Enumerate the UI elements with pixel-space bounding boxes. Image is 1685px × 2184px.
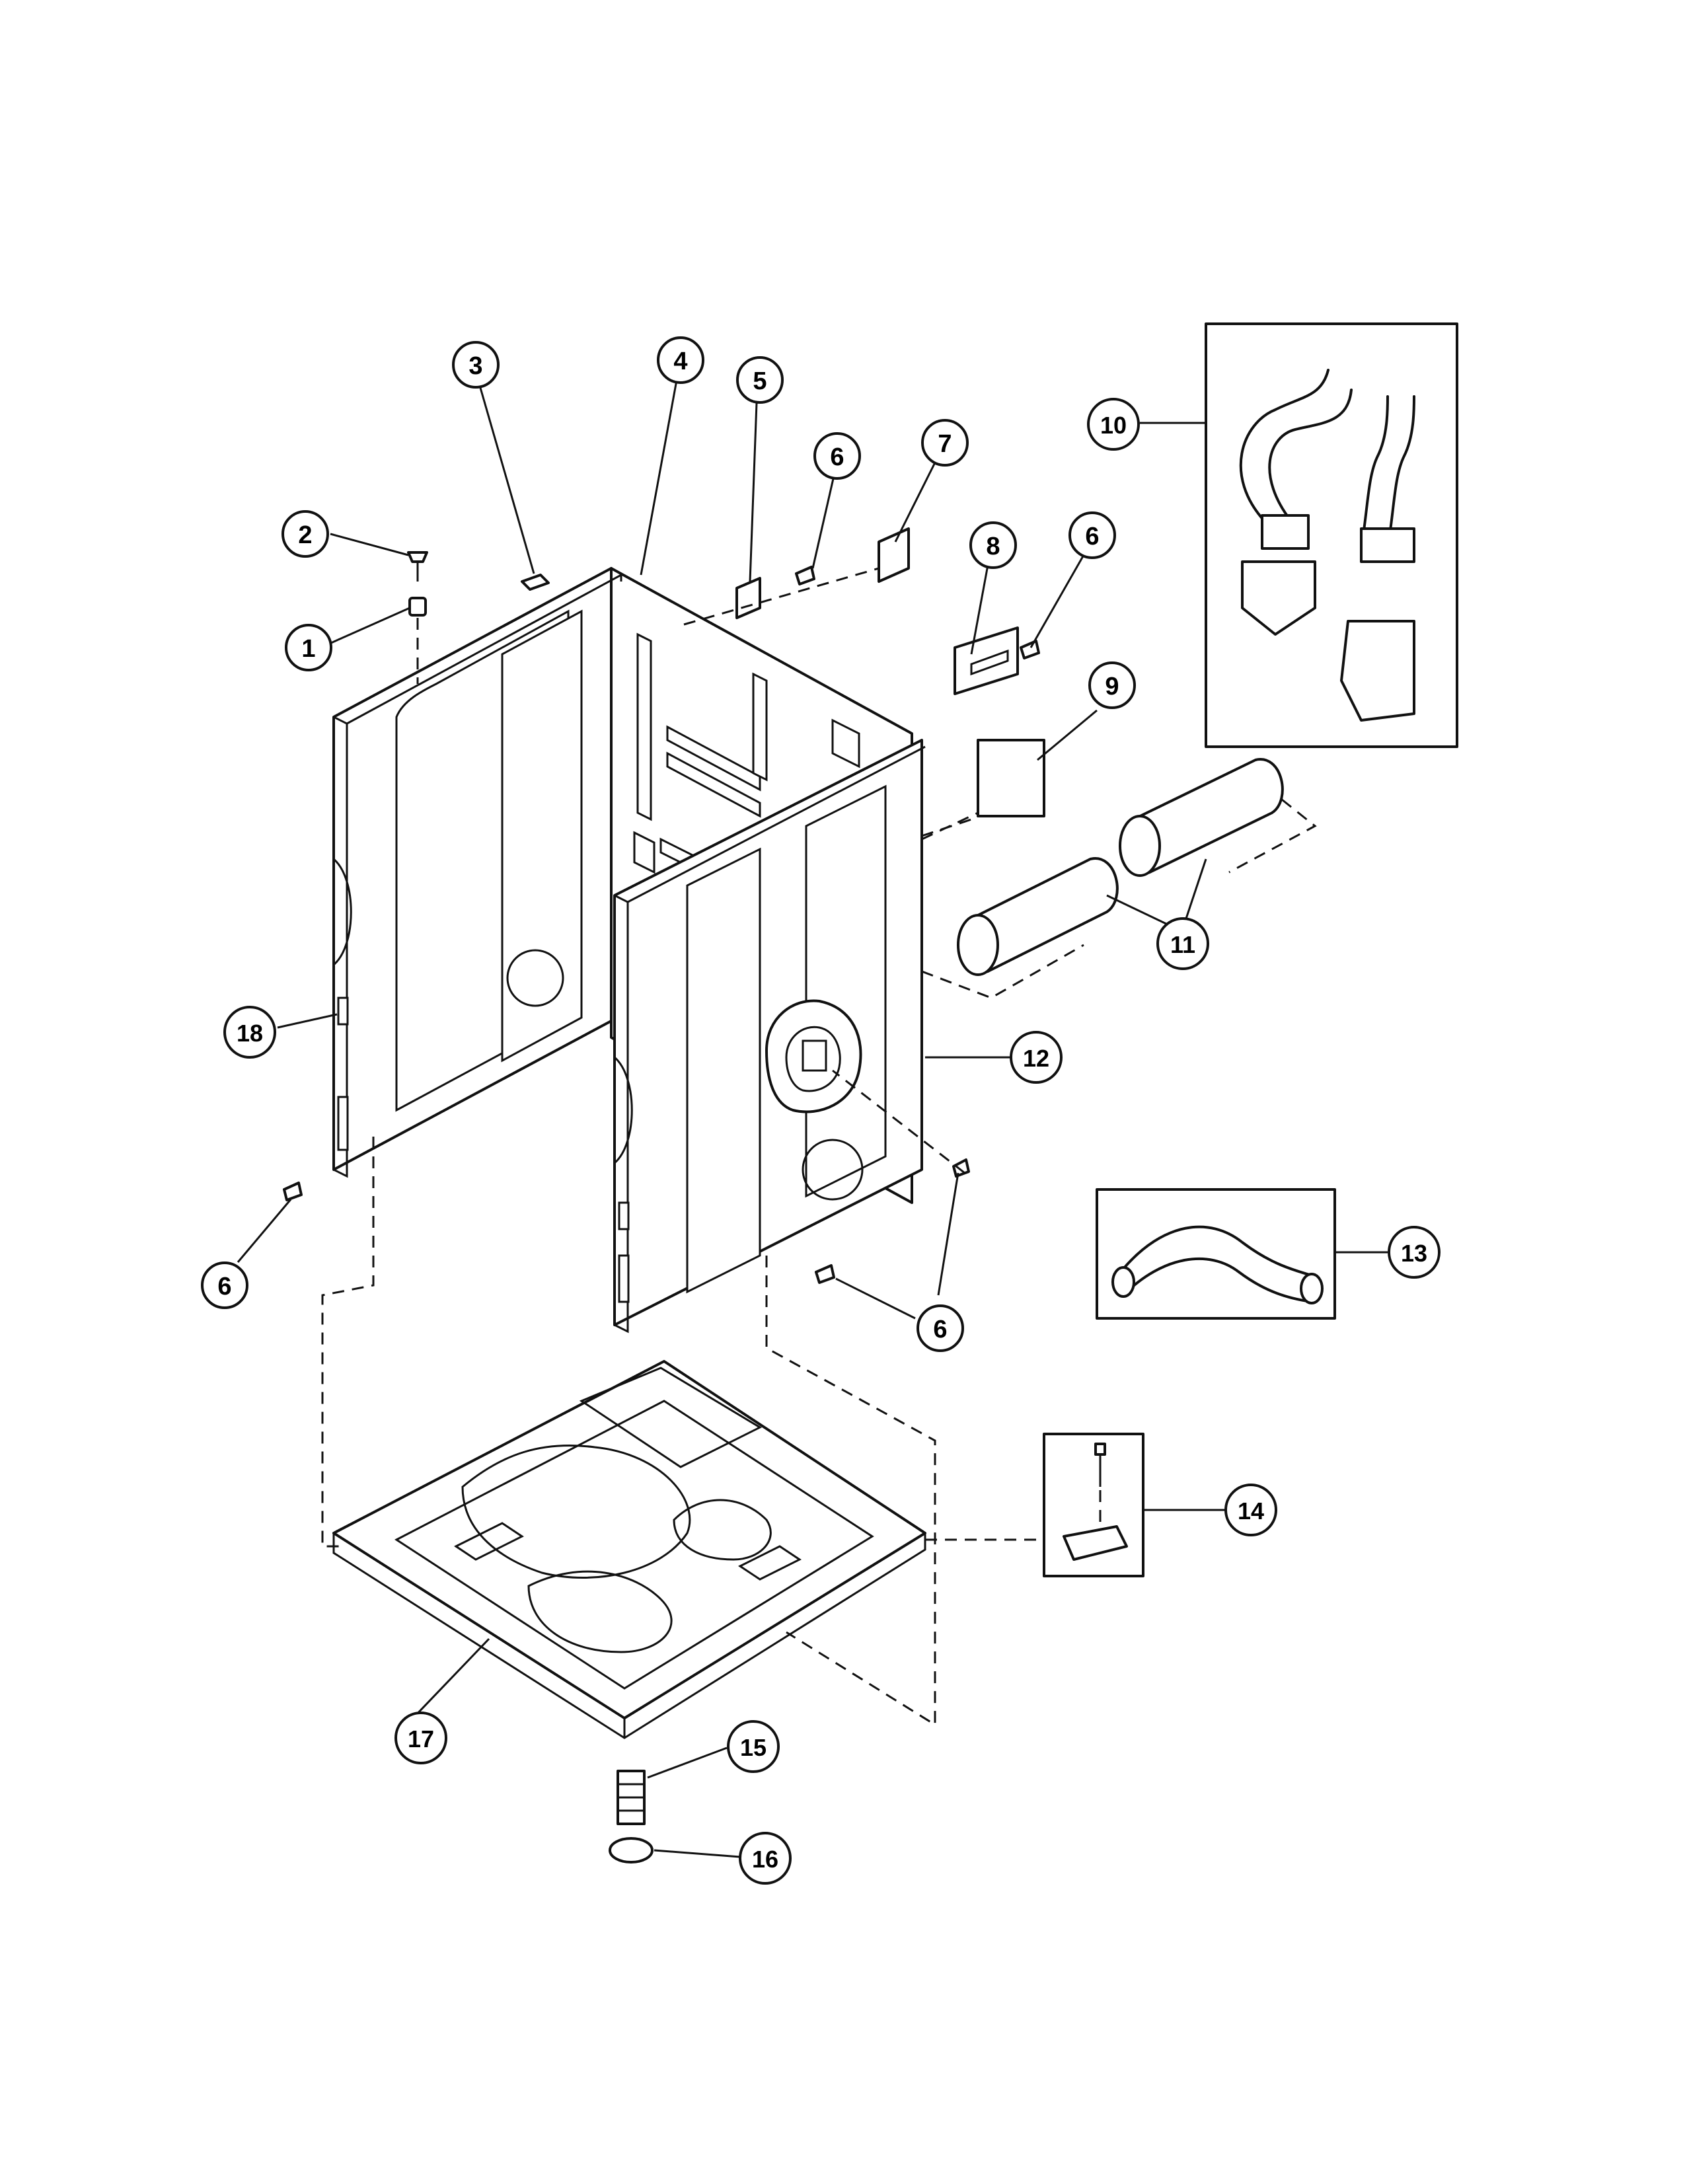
callout-12: 12	[1010, 1031, 1063, 1084]
callout-14-label: 14	[1238, 1497, 1264, 1525]
callout-6a: 6	[813, 432, 861, 480]
callout-16: 16	[739, 1832, 792, 1885]
callout-10: 10	[1087, 398, 1140, 451]
callout-6b-label: 6	[1085, 523, 1099, 550]
callout-6d: 6	[917, 1304, 964, 1352]
callout-2: 2	[281, 510, 329, 558]
callout-12-label: 12	[1023, 1045, 1049, 1072]
callout-9: 9	[1088, 661, 1136, 709]
callout-1-label: 1	[301, 635, 315, 663]
callout-17: 17	[394, 1712, 447, 1764]
callout-8: 8	[969, 521, 1017, 569]
leader-lines	[237, 376, 1388, 1858]
callout-18-label: 18	[237, 1020, 263, 1047]
callout-6c-label: 6	[217, 1273, 231, 1300]
callout-17-label: 17	[408, 1725, 434, 1752]
front-panel	[613, 739, 926, 1334]
callout-7-label: 7	[938, 430, 952, 458]
callout-13: 13	[1388, 1226, 1441, 1279]
callout-9-label: 9	[1105, 673, 1119, 700]
left-side-panel	[332, 567, 622, 1178]
bracket-kit-box	[925, 1433, 1144, 1577]
callout-6d-label: 6	[933, 1316, 947, 1343]
callout-11-label: 11	[1170, 931, 1195, 958]
callout-2-label: 2	[298, 521, 312, 549]
callout-18: 18	[223, 1006, 276, 1059]
callout-13-label: 13	[1401, 1240, 1427, 1267]
callout-5-label: 5	[753, 367, 767, 395]
callout-6b: 6	[1068, 511, 1116, 559]
callout-6a-label: 6	[830, 443, 844, 471]
callout-5: 5	[736, 356, 784, 404]
flex-duct-box	[1096, 1188, 1336, 1320]
callout-16-label: 16	[752, 1846, 778, 1873]
callout-11: 11	[1156, 917, 1209, 970]
callout-7: 7	[921, 419, 969, 467]
callout-14: 14	[1224, 1484, 1277, 1536]
exhaust-ducts	[921, 758, 1317, 999]
callout-4: 4	[657, 336, 704, 384]
callout-4-label: 4	[673, 348, 687, 375]
callout-1: 1	[285, 624, 332, 671]
base-pan	[332, 1360, 926, 1739]
callout-6c: 6	[201, 1261, 248, 1309]
callout-15: 15	[727, 1720, 780, 1773]
callout-8-label: 8	[986, 533, 1000, 560]
callout-3-label: 3	[468, 352, 482, 380]
vent-kit-box	[1205, 322, 1458, 748]
hardware-parts	[283, 527, 1045, 1864]
callout-10-label: 10	[1100, 412, 1127, 439]
callout-15-label: 15	[740, 1734, 767, 1761]
assembly-guide-lines	[321, 567, 972, 1727]
callout-3: 3	[452, 341, 500, 389]
